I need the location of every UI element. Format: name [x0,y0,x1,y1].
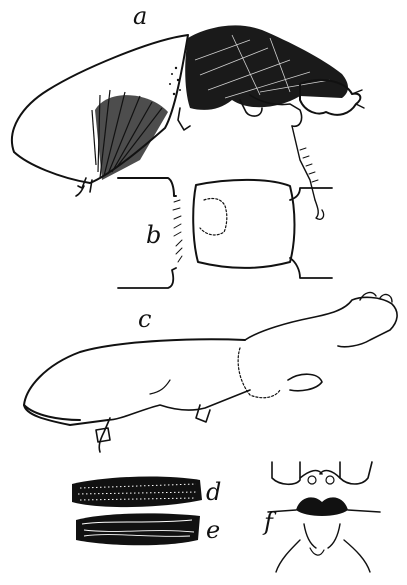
panel-f-articulation-detail: f [262,462,380,572]
panel-b-segment-detail: b [118,178,332,288]
label-c: c [138,305,151,333]
label-d: d [206,478,221,506]
panel-a-insect-muscles: a [12,2,364,219]
label-a: a [133,2,147,30]
label-b: b [146,221,161,249]
panel-e-fibre-bundle: e [76,513,220,545]
panel-d-striated-fibre: d [72,477,221,508]
label-e: e [206,516,220,544]
panel-c-insect-outline: c [24,293,397,452]
